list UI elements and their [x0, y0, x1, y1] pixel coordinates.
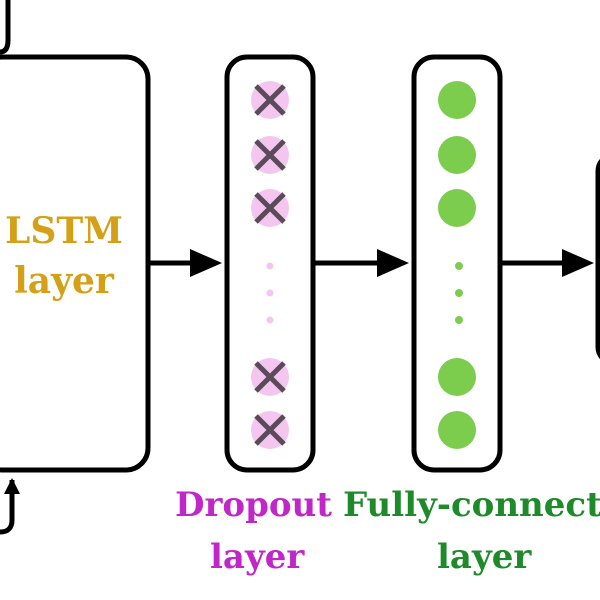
lstm-label-line1: LSTM [5, 210, 123, 252]
recurrent-loop-top [0, 0, 11, 55]
dropout-node [251, 189, 289, 227]
recurrent-loop-bottom [0, 480, 15, 535]
dropout-node [251, 411, 289, 449]
fc-label-line2: layer [437, 537, 532, 577]
fc-node [438, 81, 476, 119]
dropout-node [251, 358, 289, 396]
dropout-node [251, 81, 289, 119]
fc-node [438, 411, 476, 449]
dropout-label-line1: Dropout [175, 485, 332, 525]
recurrent-loop-arrowhead [4, 478, 20, 494]
dropout-label-line2: layer [210, 537, 305, 577]
fc-ellipsis-dot [455, 316, 463, 324]
fc-ellipsis-dot [455, 262, 463, 270]
fc-node [438, 189, 476, 227]
fc-node [438, 136, 476, 174]
lstm-label-line2: layer [14, 260, 114, 302]
fc-ellipsis-dot [455, 289, 463, 297]
dropout-ellipsis-dot [266, 289, 274, 297]
arrowhead-dropout-to-fc [377, 249, 409, 277]
arrowhead-lstm-to-dropout [190, 249, 222, 277]
dropout-ellipsis-dot [266, 262, 274, 270]
dropout-ellipsis-dot [266, 316, 274, 324]
dropout-node [251, 136, 289, 174]
arrowhead-fc-to-output [562, 249, 594, 277]
fc-node [438, 358, 476, 396]
fc-label-line1: Fully-connecte [343, 485, 600, 525]
